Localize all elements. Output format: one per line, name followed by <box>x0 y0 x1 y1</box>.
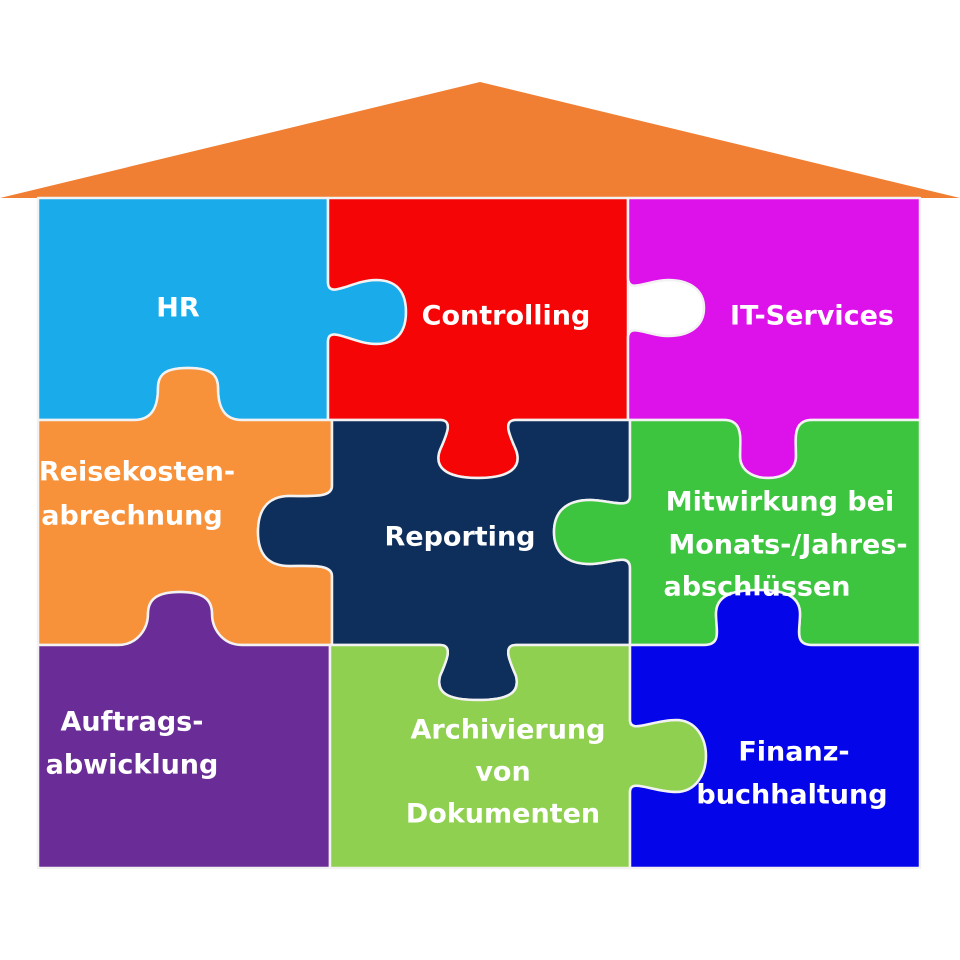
label-mitwirkung-line-3: abschlüssen <box>664 572 851 603</box>
puzzle-piece-finanz <box>628 588 922 870</box>
label-finanz-line-2: buchhaltung <box>696 780 887 811</box>
label-mitwirkung-line-1: Mitwirkung bei <box>666 487 895 518</box>
label-archiv: Archivierung von Dokumenten <box>406 715 606 830</box>
label-auftrag-line-2: abwicklung <box>46 750 219 781</box>
label-archiv-line-3: Dokumenten <box>406 799 600 830</box>
puzzle-piece-auftrag <box>36 590 332 870</box>
roof <box>0 82 960 198</box>
label-reisekosten-line-1: Reisekosten- <box>39 457 235 488</box>
label-hr-line: HR <box>156 293 200 324</box>
label-archiv-line-2: von <box>475 757 530 788</box>
label-reisekosten: Reisekosten- abrechnung <box>39 457 235 532</box>
label-auftrag: Auftrags- abwicklung <box>46 707 219 781</box>
label-mitwirkung-line-2: Monats-/Jahres- <box>668 530 907 561</box>
label-finanz-line-1: Finanz- <box>738 737 849 768</box>
label-auftrag-line-1: Auftrags- <box>61 707 204 738</box>
label-it-services-line: IT-Services <box>730 301 894 332</box>
label-reporting: Reporting <box>384 522 535 553</box>
label-it-services: IT-Services <box>730 301 894 332</box>
label-reisekosten-line-2: abrechnung <box>41 501 222 532</box>
label-archiv-line-1: Archivierung <box>411 715 606 746</box>
label-controlling-line: Controlling <box>422 301 591 332</box>
label-reporting-line: Reporting <box>384 522 535 553</box>
label-mitwirkung: Mitwirkung bei Monats-/Jahres- abschlüss… <box>664 487 908 603</box>
label-controlling: Controlling <box>422 301 591 332</box>
label-hr: HR <box>156 293 200 324</box>
label-finanz: Finanz- buchhaltung <box>696 737 887 811</box>
